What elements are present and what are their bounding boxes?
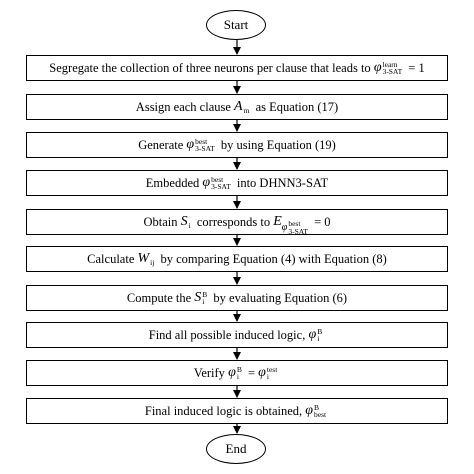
math-subscript: 3-SAT (195, 144, 215, 154)
math-superscript: best (195, 136, 208, 146)
math-base: φ (202, 175, 211, 190)
end-terminal: End (206, 434, 266, 464)
math-superscript: B (314, 402, 320, 412)
math-base: φ (186, 137, 195, 152)
process-step-2: Assign each clause A m as Equation (17) (26, 94, 448, 120)
math-subscript: 3-SAT (382, 67, 403, 77)
math-superscript: B (202, 289, 208, 299)
step-text-end: = 1 (405, 60, 425, 75)
step-text: Generate (138, 137, 187, 152)
step-text-end: = 0 (310, 214, 331, 229)
step-text: Compute the (126, 290, 195, 305)
step-text-end: by evaluating Equation (6) (210, 290, 348, 305)
math-subscript: i (202, 297, 205, 307)
math-base: φ (373, 60, 382, 75)
step-text-end: as Equation (17) (252, 99, 339, 114)
math-superscript: B (317, 326, 323, 336)
step-text: Verify (193, 365, 229, 380)
math-subscript: ij (150, 258, 155, 268)
math2-base: E (273, 214, 282, 229)
start-terminal: Start (206, 10, 266, 40)
step-text: Calculate (87, 251, 138, 266)
step-text: Obtain (143, 214, 181, 229)
math-scripts: ij (150, 252, 154, 267)
math-subscript: i (317, 334, 320, 344)
process-step-6: Calculate W ij by comparing Equation (4)… (26, 246, 448, 272)
math-base: A (234, 99, 243, 114)
math2-superscript: test (266, 364, 278, 374)
math-subscript: i (236, 372, 239, 382)
process-step-1: Segregate the collection of three neuron… (26, 55, 448, 81)
math2-sub-base: φ (281, 222, 288, 233)
start-label: Start (223, 17, 249, 32)
math-symbol: S i (181, 214, 194, 230)
math2-base: φ (258, 365, 266, 380)
math-symbol: A m (234, 99, 252, 115)
math-symbol: W ij (138, 251, 158, 267)
math-base: φ (228, 365, 236, 380)
math-base: S (180, 214, 188, 229)
math-base: W (137, 251, 150, 266)
step-text: Final induced logic is obtained, (144, 403, 306, 418)
step-text: Assign each clause (135, 99, 235, 114)
step-text: Find all possible induced logic, (148, 327, 309, 342)
step-text-middle: = (244, 365, 259, 380)
math-scripts: i (189, 215, 191, 230)
math-superscript: best (211, 174, 224, 184)
math-scripts: m (244, 100, 250, 115)
math-superscript: learn (382, 59, 398, 69)
math-base: S (194, 290, 202, 305)
step-text-end: into DHNN3-SAT (233, 175, 329, 190)
math-subscript: i (188, 221, 191, 231)
math2-subscript: i (266, 372, 269, 382)
math-base: φ (305, 403, 314, 418)
math-subscript: 3-SAT (211, 182, 231, 192)
step-text-middle: corresponds to (193, 214, 274, 229)
step-text-end: by using Equation (19) (217, 137, 336, 152)
math-superscript: B (236, 364, 242, 374)
math-base: φ (308, 327, 317, 342)
math-subscript: m (243, 106, 250, 116)
step-text: Segregate the collection of three neuron… (49, 60, 374, 75)
end-label: End (225, 441, 247, 456)
step-text: Embedded (145, 175, 203, 190)
math2-sub-superscript: best (288, 219, 301, 228)
math-subscript: best (314, 410, 327, 420)
step-text-end: by comparing Equation (4) with Equation … (157, 251, 387, 266)
math2-sub-subscript: 3-SAT (288, 226, 308, 235)
